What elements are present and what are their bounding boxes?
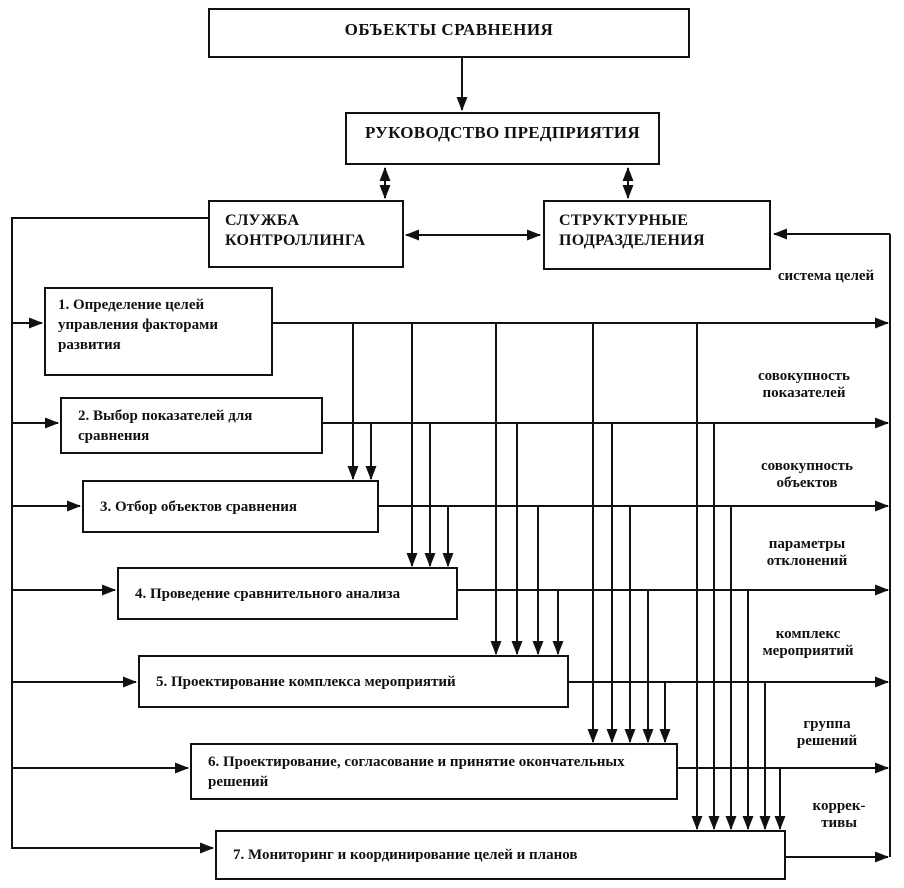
output-label-deviation-parameters: параметры отклонений (766, 536, 848, 569)
output-label-system-of-goals: система целей (777, 268, 875, 284)
output-label-set-of-objects: совокупность объектов (761, 458, 853, 491)
step-3-label: 3. Отбор объектов сравнения (100, 498, 298, 515)
step-6-final-decisions-box: 6. Проектирование, согласование и принят… (190, 743, 678, 800)
structural-departments-box: СТРУКТУРНЫЕ ПОДРАЗДЕЛЕНИЯ (543, 200, 771, 270)
objects-of-comparison-label: ОБЪЕКТЫ СРАВНЕНИЯ (344, 20, 554, 39)
step-4-label: 4. Проведение сравнительного анализа (135, 585, 401, 602)
output-label-set-of-measures: комплекс мероприятий (762, 626, 854, 659)
enterprise-management-label: РУКОВОДСТВО ПРЕДПРИЯТИЯ (365, 123, 640, 142)
output-label-corrections: коррек-тивы (812, 798, 866, 831)
output-label-set-of-indicators: совокупность показателей (758, 368, 850, 401)
controlling-service-box: СЛУЖБА КОНТРОЛЛИНГА (208, 200, 404, 268)
controlling-service-label: СЛУЖБА КОНТРОЛЛИНГА (225, 212, 366, 249)
output-label-decision-group: группа решений (796, 716, 858, 749)
step-2-select-indicators-box: 2. Выбор показателей для сравнения (60, 397, 323, 454)
step-6-label: 6. Проектирование, согласование и принят… (208, 753, 625, 790)
step-7-label: 7. Мониторинг и координирование целей и … (233, 847, 578, 863)
step-5-label: 5. Проектирование комплекса мероприятий (156, 673, 456, 690)
lattice-drops (347, 323, 786, 830)
step-1-define-goals-box: 1. Определение целей управления факторам… (44, 287, 273, 376)
step-7-monitoring-box: 7. Мониторинг и координирование целей и … (215, 830, 786, 880)
right-bus (773, 228, 891, 857)
step-3-select-objects-box: 3. Отбор объектов сравнения (82, 480, 379, 533)
enterprise-management-box: РУКОВОДСТВО ПРЕДПРИЯТИЯ (345, 112, 660, 165)
top-flow-arrows (379, 58, 634, 241)
output-lines (272, 317, 889, 863)
left-bus (11, 217, 214, 854)
structural-departments-label: СТРУКТУРНЫЕ ПОДРАЗДЕЛЕНИЯ (559, 212, 705, 249)
step-4-comparative-analysis-box: 4. Проведение сравнительного анализа (117, 567, 458, 620)
step-5-design-measures-box: 5. Проектирование комплекса мероприятий (138, 655, 569, 708)
step-2-label: 2. Выбор показателей для сравнения (78, 407, 253, 444)
step-1-label: 1. Определение целей управления факторам… (58, 297, 219, 353)
objects-of-comparison-box: ОБЪЕКТЫ СРАВНЕНИЯ (208, 8, 690, 58)
